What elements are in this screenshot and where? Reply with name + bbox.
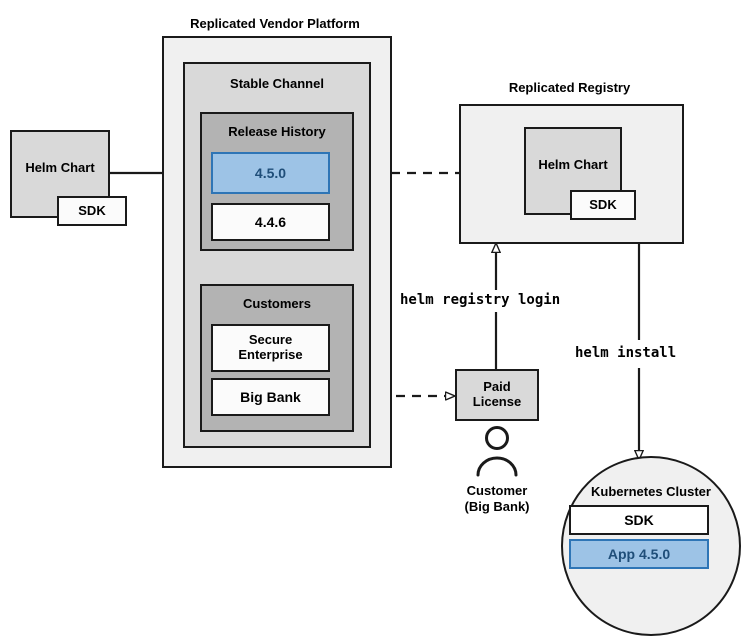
command-helm-install: helm install xyxy=(575,345,677,361)
stable-channel-label: Stable Channel xyxy=(230,76,324,91)
release-history-label: Release History xyxy=(228,124,326,139)
registry-sdk-box[interactable]: SDK xyxy=(570,190,636,220)
customer-caption: Customer (Big Bank) xyxy=(430,483,564,514)
customer-secure-enterprise-line1: Secure xyxy=(248,332,293,348)
registry-title: Replicated Registry xyxy=(508,80,631,95)
person-icon xyxy=(476,426,518,477)
customer-caption-line2: (Big Bank) xyxy=(464,498,530,514)
paid-license-box[interactable]: Paid License xyxy=(455,369,539,421)
registry-helm-chart-label: Helm Chart xyxy=(538,156,608,172)
paid-license-line1: Paid xyxy=(483,379,511,395)
command-helm-registry-login: helm registry login xyxy=(400,292,561,308)
paid-license-line2: License xyxy=(472,394,522,409)
customer-secure-enterprise[interactable]: Secure Enterprise xyxy=(211,324,330,372)
source-helm-chart-sdk-box[interactable]: SDK xyxy=(57,196,127,226)
customer-secure-enterprise-line2: Enterprise xyxy=(238,347,303,362)
release-version-4-5-0[interactable]: 4.5.0 xyxy=(211,152,330,194)
release-version-4-4-6[interactable]: 4.4.6 xyxy=(211,203,330,241)
cluster-sdk-box[interactable]: SDK xyxy=(569,505,709,535)
customer-big-bank[interactable]: Big Bank xyxy=(211,378,330,416)
kubernetes-cluster-label: Kubernetes Cluster xyxy=(591,484,711,499)
vendor-platform-title: Replicated Vendor Platform xyxy=(190,16,360,31)
cluster-app-box[interactable]: App 4.5.0 xyxy=(569,539,709,569)
source-helm-chart-label: Helm Chart xyxy=(25,159,95,175)
customers-label: Customers xyxy=(243,296,311,311)
customer-caption-line1: Customer xyxy=(466,483,528,498)
